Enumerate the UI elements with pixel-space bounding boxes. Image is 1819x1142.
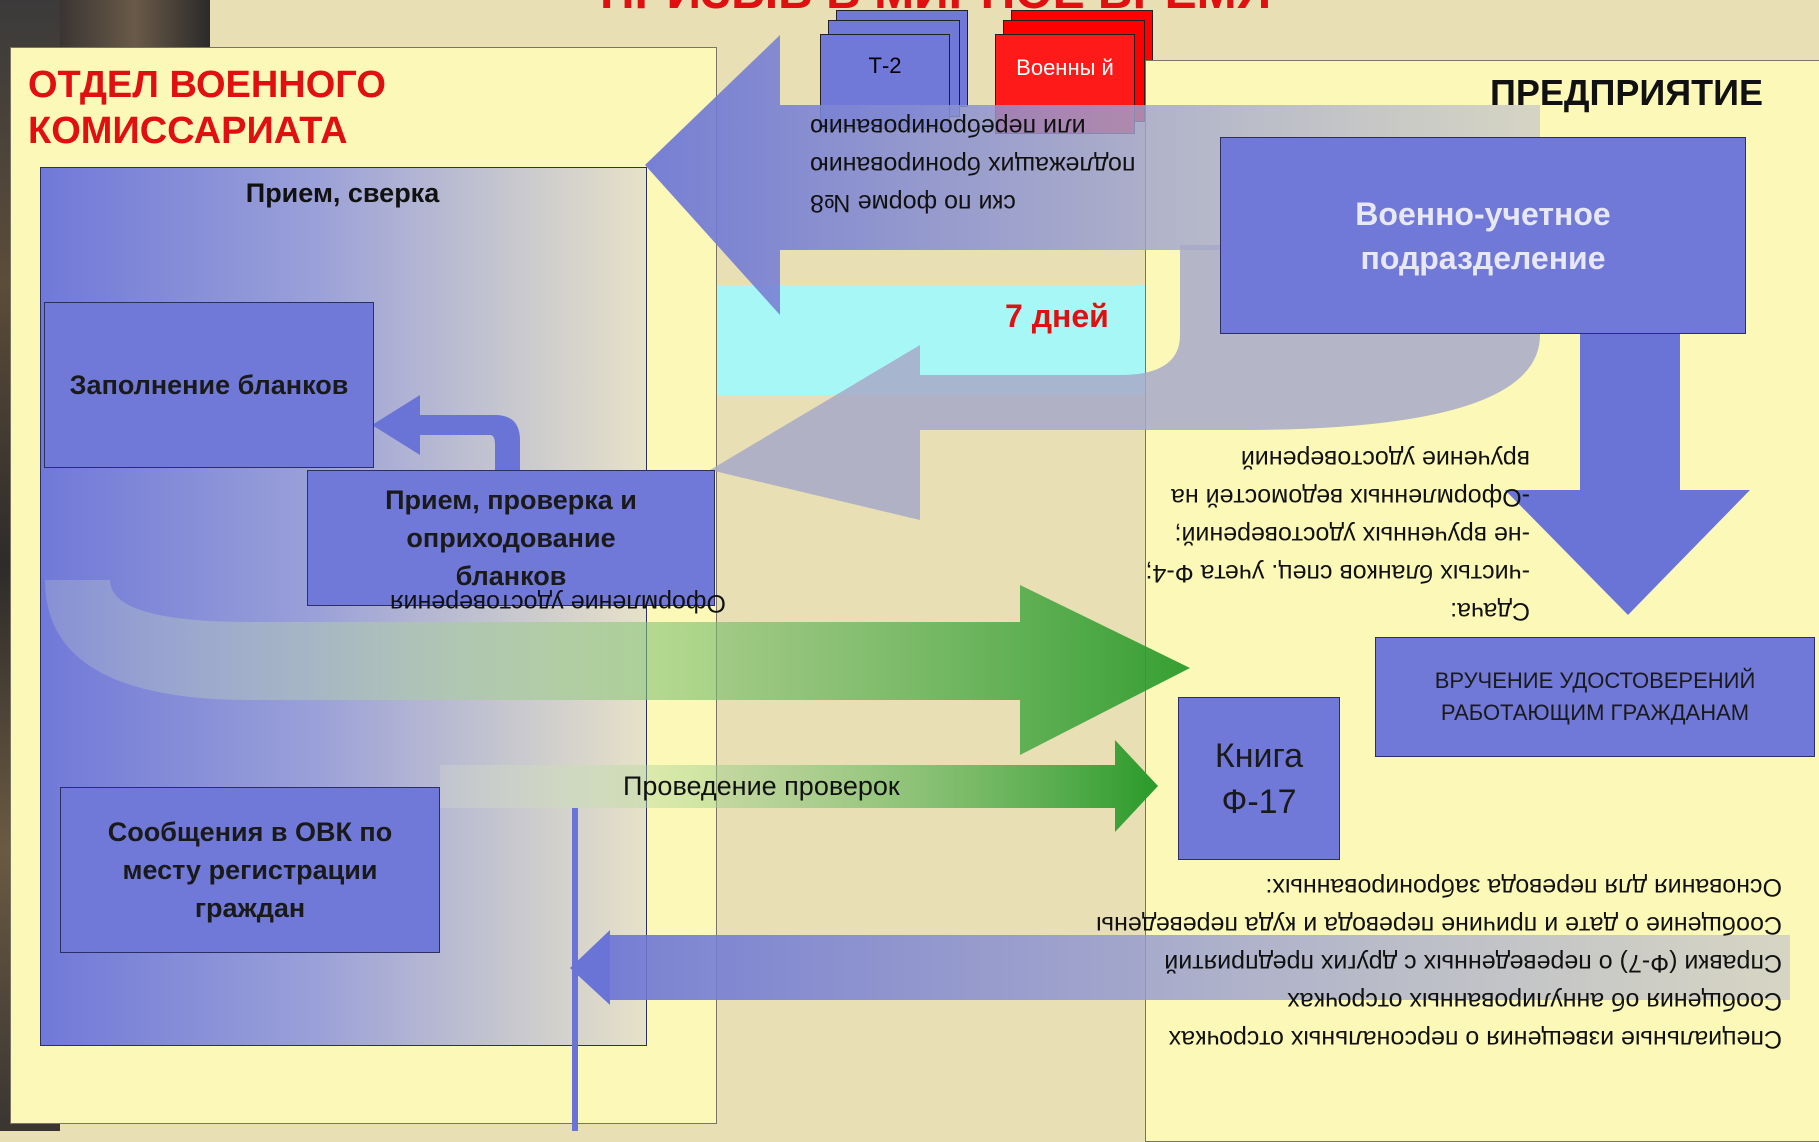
- commissariat-title-line2: КОМИССАРИАТА: [28, 110, 348, 152]
- handover-text-line: вручение удостоверений: [1240, 445, 1530, 473]
- forms-return-arrow: [372, 395, 520, 490]
- bottom-text-line: Справки (Ф-7) о переведенных с других пр…: [1164, 949, 1782, 977]
- lists-text-line: подлежащих бронированию: [810, 151, 1136, 179]
- certificate-text: Оформление удостоверения: [390, 589, 726, 617]
- messages-box: Сообщения в ОВК по месту регистрации гра…: [60, 787, 440, 953]
- handover-text-line: -чистых бланков спец. учета Ф-4;: [1145, 559, 1530, 587]
- issuance-box: ВРУЧЕНИЕ УДОСТОВЕРЕНИЙ РАБОТАЮЩИМ ГРАЖДА…: [1375, 637, 1815, 757]
- handover-text: Сдача: -чистых бланков спец. учета Ф-4; …: [1040, 440, 1530, 630]
- lists-text-line: ски по форме №8: [810, 189, 1016, 217]
- bottom-arrow-head: [570, 930, 610, 1005]
- fill-forms-box: Заполнение бланков: [44, 302, 374, 468]
- bottom-text-line: Основания для перевода забронированных:: [1265, 873, 1782, 901]
- bottom-text-line: Сообщения об аннулированных отсрочках: [1287, 987, 1782, 1015]
- days-label: 7 дней: [1005, 298, 1109, 334]
- handover-text-line: -не врученных удостоверений;: [1174, 521, 1530, 549]
- handover-text-line: Сдача:: [1450, 597, 1530, 625]
- commissariat-title-line1: ОТДЕЛ ВОЕННОГО: [28, 64, 386, 106]
- commissariat-title: ОТДЕЛ ВОЕННОГО КОМИССАРИАТА: [28, 62, 386, 154]
- bottom-arrow-stem: [572, 808, 578, 1131]
- bottom-text: Специальные извещения о персональных отс…: [992, 868, 1782, 1058]
- checks-arrow: [440, 740, 1158, 832]
- military-unit-box: Военно-учетное подразделение: [1220, 137, 1746, 334]
- bottom-arrow-body: [610, 935, 1790, 1000]
- lists-text: ски по форме №8 подлежащих бронированию …: [810, 108, 1280, 222]
- handover-text-line: -Оформленных ведомостей на: [1171, 483, 1530, 511]
- reception-title: Прием, сверка: [245, 178, 440, 208]
- receive-forms-box: Прием, проверка и оприходование бланков: [307, 470, 715, 606]
- bottom-text-line: Сообщение о дате и причине перевода и ку…: [1096, 911, 1782, 939]
- background-texture: [60, 0, 210, 50]
- certificate-arrow: [45, 580, 1190, 755]
- lists-text-line: или переброниро­ванию: [810, 113, 1086, 141]
- book-f17-box: Книга Ф-17: [1178, 697, 1340, 860]
- checks-text: Проведение проверок: [623, 771, 900, 801]
- issuance-arrow: [1505, 330, 1750, 615]
- bottom-text-line: Специальные извещения о персональных отс…: [1168, 1025, 1782, 1053]
